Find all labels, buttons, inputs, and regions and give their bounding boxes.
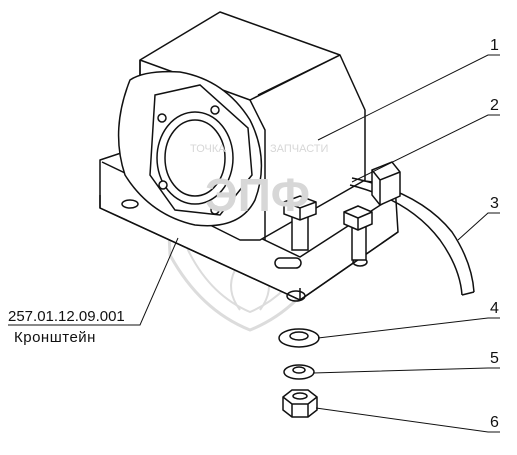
washer-flat: [278, 328, 320, 348]
watermark-letters: ЭПФ: [205, 169, 311, 221]
callout-5: 5: [490, 350, 499, 367]
part-code: 257.01.12.09.001: [8, 308, 125, 325]
front-flange: [117, 70, 263, 227]
bolt-left: [283, 195, 317, 251]
watermark-text-mid: ЗАПЧАСТИ: [270, 143, 329, 155]
washer-spring: [283, 364, 315, 380]
callout-6: 6: [490, 414, 499, 431]
cable-clamp: [371, 161, 401, 206]
hex-nut: [282, 389, 318, 418]
part-name: Кронштейн: [14, 329, 96, 346]
watermark-text-top: ТОЧКА: [190, 143, 226, 155]
callout-4: 4: [490, 300, 499, 317]
leader-lines: [8, 54, 500, 433]
bolt-right: [343, 205, 373, 261]
callout-1: 1: [490, 37, 499, 54]
callout-3: 3: [490, 195, 499, 212]
callout-2: 2: [490, 97, 499, 114]
